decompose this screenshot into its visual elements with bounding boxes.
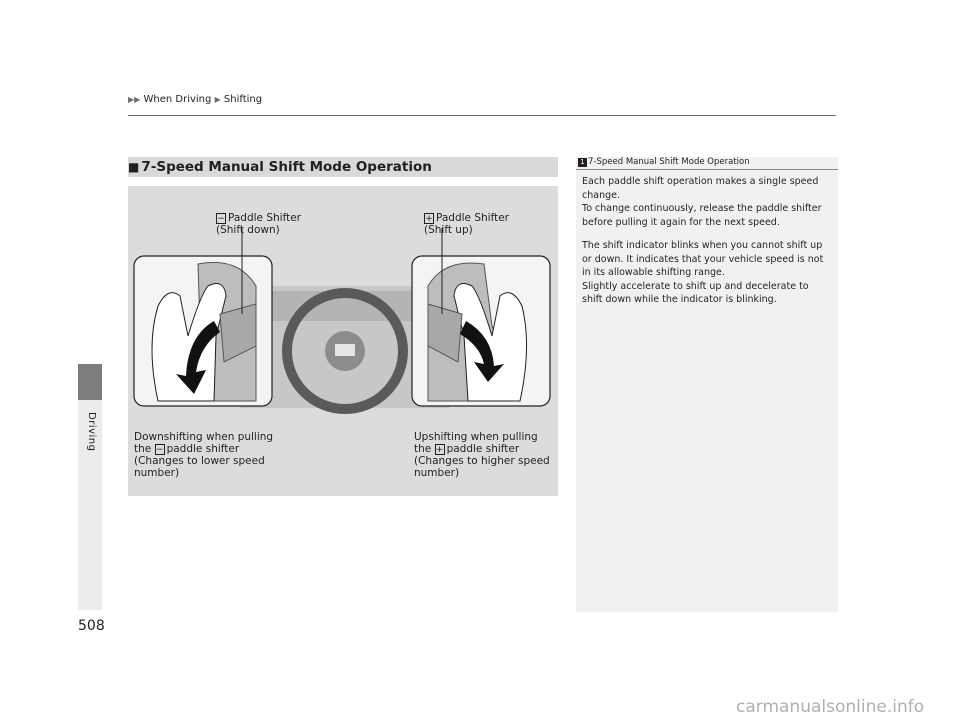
section-heading: ■7-Speed Manual Shift Mode Operation (128, 157, 558, 177)
section-marker-icon: ■ (128, 160, 140, 174)
minus-paddle-label: −Paddle Shifter (Shift down) (216, 212, 301, 236)
note-paragraph: To change continuously, release the padd… (582, 203, 822, 228)
page-number: 508 (78, 618, 105, 634)
upshift-arrow-icon (460, 321, 504, 382)
left-paddle (219, 303, 257, 363)
header-rule (128, 115, 836, 116)
section-title: 7-Speed Manual Shift Mode Operation (141, 159, 432, 175)
breadcrumb: ▶▶ When Driving ▶ Shifting (128, 94, 262, 105)
notes-column (576, 157, 838, 612)
breadcrumb-item-when-driving[interactable]: When Driving (143, 94, 212, 105)
note-body: Each paddle shift operation makes a sing… (582, 175, 832, 307)
note-paragraph: Slightly accelerate to shift up and dece… (582, 280, 809, 306)
downshift-arrow-icon (176, 321, 220, 394)
minus-key-icon: − (154, 443, 165, 455)
plus-paddle-label: +Paddle Shifter (Shift up) (424, 212, 509, 236)
steering-emblem (335, 344, 355, 356)
breadcrumb-item-shifting[interactable]: Shifting (223, 94, 263, 105)
downshift-caption: Downshifting when pulling the −paddle sh… (134, 431, 274, 479)
side-tab-marker (78, 364, 102, 400)
watermark: carmanualsonline.info (736, 697, 925, 717)
note-rule (576, 169, 838, 170)
note-ref-icon: 1 (578, 158, 587, 167)
right-paddle (427, 303, 463, 363)
note-paragraph: Each paddle shift operation makes a sing… (582, 176, 819, 201)
left-hand (151, 283, 227, 402)
breadcrumb-arrow-icon: ▶▶ (128, 95, 141, 104)
minus-key-icon: − (216, 212, 226, 224)
paddle-shifter-illustration (133, 228, 551, 414)
side-tab-strip (78, 400, 102, 610)
paddle-shifter-figure (128, 186, 558, 496)
plus-key-icon: + (434, 443, 445, 455)
side-tab-label[interactable]: Driving (86, 412, 97, 452)
upshift-caption: Upshifting when pulling the +paddle shif… (414, 431, 550, 479)
right-hand (453, 283, 527, 402)
plus-key-icon: + (424, 212, 434, 224)
note-paragraph: The shift indicator blinks when you cann… (582, 240, 824, 278)
steering-wheel (282, 288, 408, 414)
breadcrumb-arrow-icon: ▶ (214, 95, 221, 104)
